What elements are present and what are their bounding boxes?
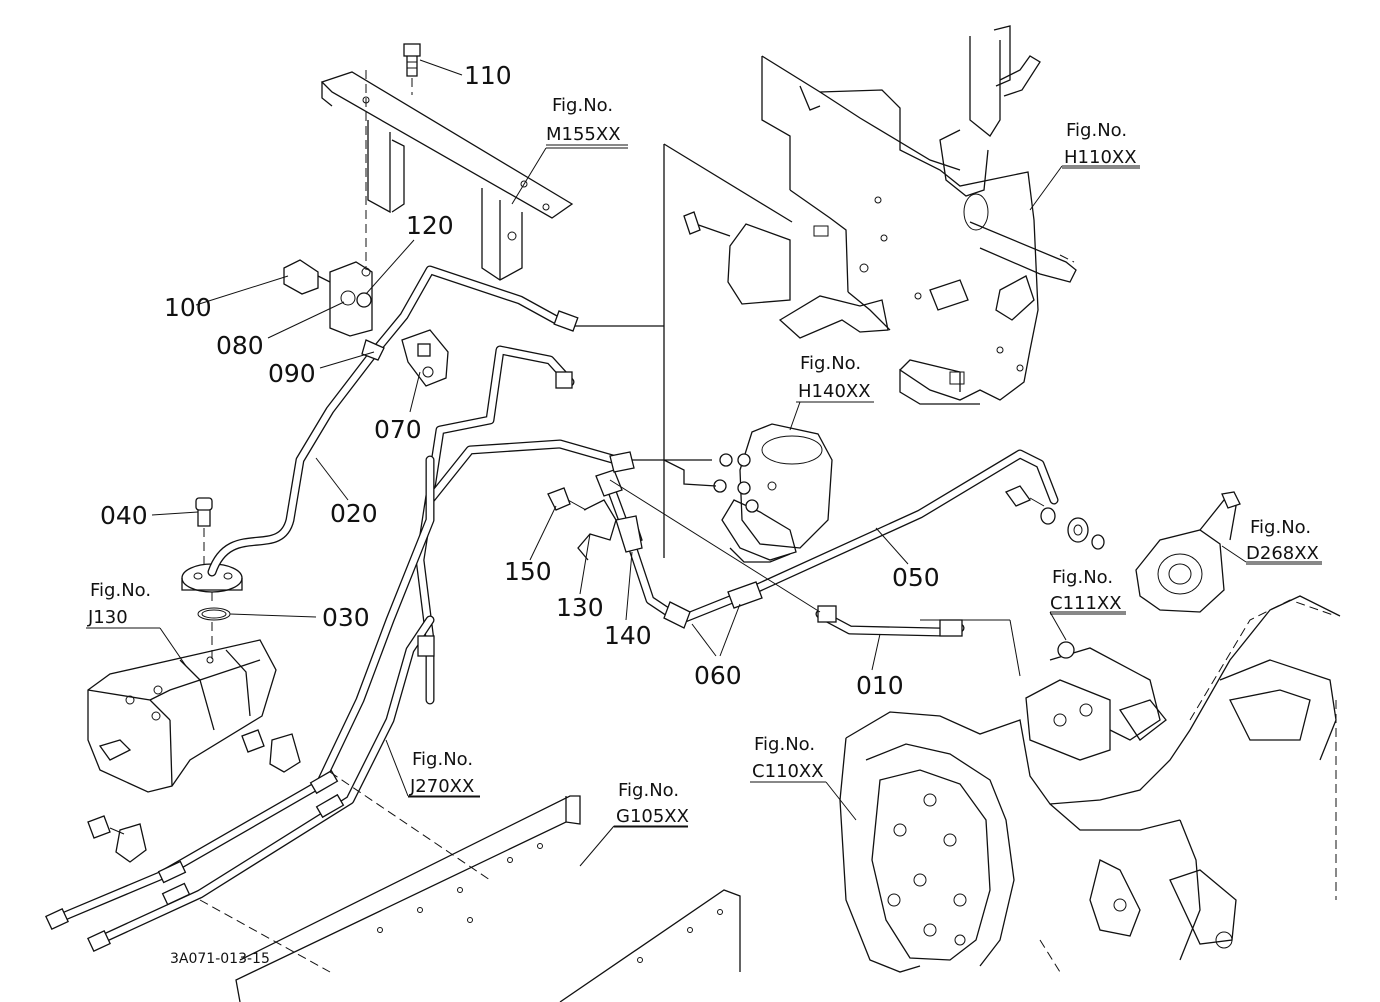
lower-pipes [45, 455, 435, 953]
fig-ref-g105[interactable]: Fig.No. G105XX [614, 780, 689, 828]
svg-text:H110XX: H110XX [1064, 147, 1137, 168]
pipe-050 [425, 439, 621, 505]
transmission-case [839, 595, 1341, 973]
chassis-rail [235, 795, 741, 1002]
svg-text:Fig.No.: Fig.No. [90, 580, 151, 601]
banjo-bolt-050-end [1005, 485, 1105, 550]
fig-ref-d268[interactable]: Fig.No. D268XX [1246, 517, 1322, 565]
lower-clamps [87, 729, 301, 863]
fig-ref-c110[interactable]: Fig.No. C110XX [750, 734, 826, 783]
part-label-070[interactable]: 070 [374, 415, 422, 444]
svg-text:C111XX: C111XX [1050, 593, 1122, 614]
part-label-140[interactable]: 140 [604, 621, 652, 650]
fig-ref-m155[interactable]: Fig.No. M155XX [546, 95, 628, 146]
clamp-bracket [329, 261, 373, 337]
fig-ref-h110[interactable]: Fig.No. H110XX [1062, 120, 1140, 169]
part-label-050[interactable]: 050 [892, 563, 940, 592]
svg-text:J270XX: J270XX [409, 776, 474, 797]
svg-text:Fig.No.: Fig.No. [754, 734, 815, 755]
union-100 [283, 259, 331, 295]
part-label-060[interactable]: 060 [694, 661, 742, 690]
pipe-return [415, 345, 575, 705]
fig-ref-h140[interactable]: Fig.No. H140XX [796, 353, 874, 403]
clip-070 [401, 329, 449, 387]
pipe-020 [207, 265, 579, 577]
svg-text:Fig.No.: Fig.No. [412, 749, 473, 770]
svg-text:Fig.No.: Fig.No. [1250, 517, 1311, 538]
svg-text:J130: J130 [87, 607, 128, 628]
pipe-010 [815, 605, 965, 637]
fig-ref-c111[interactable]: Fig.No. C111XX [1050, 567, 1126, 615]
steering-valve [713, 423, 833, 563]
svg-text:Fig.No.: Fig.No. [1052, 567, 1113, 588]
svg-text:C110XX: C110XX [752, 761, 824, 782]
part-label-130[interactable]: 130 [556, 593, 604, 622]
svg-text:G105XX: G105XX [616, 806, 689, 827]
svg-text:Fig.No.: Fig.No. [618, 780, 679, 801]
part-label-010[interactable]: 010 [856, 671, 904, 700]
svg-text:Fig.No.: Fig.No. [552, 95, 613, 116]
part-label-110[interactable]: 110 [464, 61, 512, 90]
svg-text:H140XX: H140XX [798, 381, 871, 402]
svg-text:M155XX: M155XX [546, 124, 621, 145]
plug-040 [195, 497, 213, 527]
svg-text:Fig.No.: Fig.No. [800, 353, 861, 374]
part-label-150[interactable]: 150 [504, 557, 552, 586]
fig-ref-j270[interactable]: Fig.No. J270XX [408, 749, 480, 798]
part-label-080[interactable]: 080 [216, 331, 264, 360]
part-label-090[interactable]: 090 [268, 359, 316, 388]
bolt-110 [403, 43, 421, 77]
drawing-number: 3A071-013-15 [170, 951, 270, 967]
steering-frame [683, 25, 1077, 405]
part-label-120[interactable]: 120 [406, 211, 454, 240]
svg-text:Fig.No.: Fig.No. [1066, 120, 1127, 141]
part-label-030[interactable]: 030 [322, 603, 370, 632]
fig-ref-j130[interactable]: Fig.No. J130 [86, 580, 160, 629]
pipe-060 [605, 449, 1059, 629]
pto-valve [1135, 491, 1241, 613]
svg-text:D268XX: D268XX [1246, 543, 1319, 564]
hydraulic-pump [87, 639, 277, 793]
fittings-150-130-140 [547, 451, 643, 561]
frame-bracket [320, 71, 574, 281]
part-label-100[interactable]: 100 [164, 293, 212, 322]
part-label-040[interactable]: 040 [100, 501, 148, 530]
part-label-020[interactable]: 020 [330, 499, 378, 528]
